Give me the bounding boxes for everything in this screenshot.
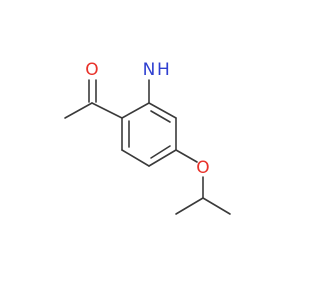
- bond-isopropyl-methyl-right: [202, 197, 231, 215]
- carbonyl-oxygen-label: O: [85, 60, 98, 80]
- ring-bond-c1-c2: [121, 102, 150, 119]
- bond-ring-ether-oxygen: [175, 149, 198, 163]
- amino-nitrogen-label: N: [143, 60, 156, 80]
- ring-double-bond-c2-c3: [150, 110, 171, 123]
- bond-carbonyl-ring: [91, 102, 123, 119]
- ring-bond-c2-c3: [148, 102, 177, 119]
- ring-double-bond-c4-c5: [150, 145, 171, 159]
- molecule-structure-diagram: O N H O: [64, 60, 231, 215]
- amino-hydrogen-label: H: [157, 60, 170, 80]
- ring-bond-c4-c5: [148, 149, 177, 167]
- ether-oxygen-label: O: [196, 158, 209, 178]
- ring-bond-c5-c6: [121, 149, 150, 167]
- bond-isopropyl-methyl-left: [175, 197, 204, 215]
- bond-methyl-carbonyl: [64, 102, 93, 119]
